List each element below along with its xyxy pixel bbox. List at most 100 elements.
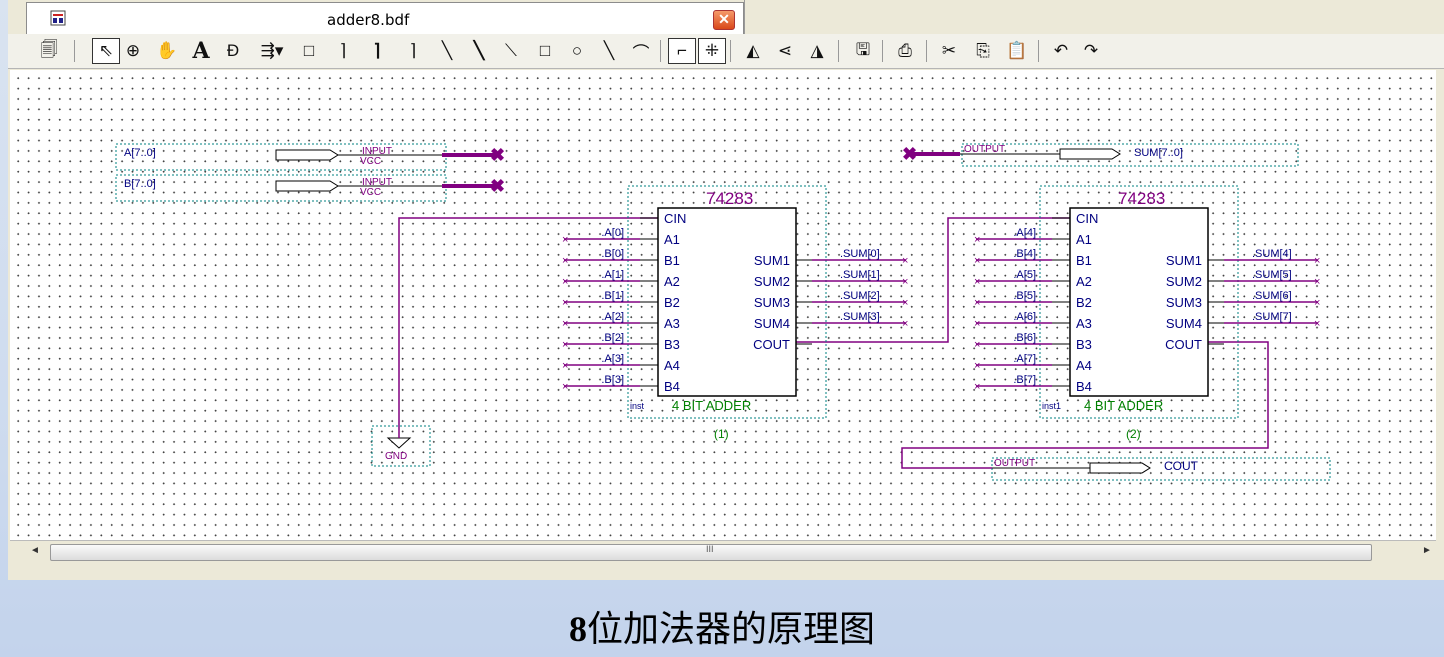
gnd-label: GND: [385, 451, 407, 462]
block-tool-icon[interactable]: □: [303, 41, 315, 60]
copy-icon[interactable]: ⎘: [976, 41, 990, 60]
schematic-canvas[interactable]: A[7..0] INPUT VCC ✖ B[7..0] INPUT VCC ✖ …: [10, 70, 1436, 540]
pin-name: SUM[7..0]: [1134, 147, 1183, 159]
tab-adder8[interactable]: adder8.bdf ✕: [26, 2, 744, 35]
toolbar-separator: [1038, 40, 1039, 62]
tab-bar: adder8.bdf ✕: [8, 0, 1444, 35]
carry-wire[interactable]: [796, 217, 1070, 343]
ellipse-icon[interactable]: ○: [571, 41, 583, 60]
net-end-marker: ×: [974, 276, 980, 288]
undo-icon[interactable]: ↶: [1053, 41, 1069, 60]
net-label: .B[7]: [1013, 374, 1036, 386]
gnd-triangle: [386, 437, 412, 449]
hand-tool-icon[interactable]: ✋: [156, 41, 178, 60]
net-label: .A[2]: [601, 311, 624, 323]
net-end-marker: ×: [974, 318, 980, 330]
input-pin-b[interactable]: B[7..0] INPUT VCC ✖: [115, 174, 505, 202]
cut-icon[interactable]: ✂: [941, 41, 957, 60]
adder-chip-1[interactable]: 74283CINA1B1A2B2A3B3A4B4SUM1SUM2SUM3SUM4…: [562, 185, 908, 441]
pin-type: INPUT: [362, 177, 392, 188]
text-tool-icon[interactable]: A: [192, 38, 210, 64]
arc-icon[interactable]: ⌒: [632, 43, 650, 63]
output-pin-sum[interactable]: ✖ OUTPUT SUM[7..0]: [902, 143, 1299, 167]
rectangle-icon[interactable]: □: [539, 41, 551, 60]
schematic-drawing: A[7..0] INPUT VCC ✖ B[7..0] INPUT VCC ✖ …: [115, 143, 1331, 481]
orthogonal-node-icon[interactable]: ⌉: [339, 41, 347, 60]
flip-horizontal-icon[interactable]: ◭: [746, 41, 760, 60]
rotate-icon[interactable]: ◮: [810, 41, 824, 60]
line-icon[interactable]: ╲: [603, 41, 615, 60]
net-end-marker: ×: [562, 381, 568, 393]
gnd-cin-wire[interactable]: [398, 217, 658, 438]
net-label: .B[0]: [601, 248, 624, 260]
scroll-left-icon[interactable]: ◄: [30, 545, 40, 556]
input-pin-label: B2: [1076, 295, 1092, 310]
diagonal-conduit-icon[interactable]: ⟍: [505, 41, 517, 60]
close-icon[interactable]: ✕: [713, 10, 735, 30]
bus-end-marker: ✖: [902, 144, 917, 164]
net-end-marker: ×: [562, 234, 568, 246]
input-pin-a[interactable]: A[7..0] INPUT VCC ✖: [115, 143, 505, 171]
net-end-marker: ×: [1314, 297, 1320, 309]
orthogonal-bus-icon[interactable]: ⌉: [373, 41, 381, 60]
output-pin-label: SUM1: [754, 253, 790, 268]
net-label: .B[5]: [1013, 290, 1036, 302]
net-end-marker: ×: [902, 255, 908, 267]
save-as-icon[interactable]: 🗐: [40, 39, 58, 59]
zoom-tool-icon[interactable]: ⊕: [125, 41, 141, 60]
output-pin-cout[interactable]: OUTPUT COUT: [991, 457, 1331, 481]
input-pin-label: A1: [1076, 232, 1092, 247]
horizontal-scrollbar[interactable]: ◄ III ►: [10, 540, 1436, 563]
pin-default: VCC: [360, 156, 381, 167]
net-end-marker: ×: [562, 339, 568, 351]
pin-frame: [961, 143, 1299, 167]
net-label: .SUM[2]: [840, 290, 880, 302]
net-label: .A[7]: [1013, 353, 1036, 365]
net-end-marker: ×: [562, 255, 568, 267]
bus-end-marker: ✖: [490, 176, 505, 196]
chip-description: 4 BIT ADDER: [672, 398, 751, 413]
pin-name: COUT: [1164, 459, 1199, 473]
symbol-tool-icon[interactable]: Ð: [226, 41, 240, 60]
redo-icon[interactable]: ↷: [1083, 41, 1099, 60]
net-label: .A[5]: [1013, 269, 1036, 281]
pin-frame: [991, 457, 1331, 481]
schematic-file-icon: [50, 10, 66, 26]
scroll-thumb[interactable]: [50, 544, 1372, 561]
net-end-marker: ×: [1314, 276, 1320, 288]
gnd-symbol[interactable]: GND: [371, 425, 431, 467]
net-label: .SUM[6]: [1252, 290, 1292, 302]
save-icon[interactable]: 🖫: [855, 39, 871, 59]
chip-body[interactable]: [657, 207, 797, 397]
chip-description: 4 BIT ADDER: [1084, 398, 1163, 413]
net-label: .A[6]: [1013, 311, 1036, 323]
orthogonal-conduit-icon[interactable]: ⌉: [409, 41, 417, 60]
output-pin-label: SUM4: [1166, 316, 1202, 331]
chip-index: (1): [714, 427, 729, 441]
input-pin-label: A3: [664, 316, 680, 331]
partial-line-select-icon[interactable]: ⁜: [698, 38, 726, 64]
scroll-right-icon[interactable]: ►: [1422, 545, 1432, 556]
diagonal-node-icon[interactable]: ╲: [441, 41, 453, 60]
output-pin-symbol: [1059, 148, 1121, 160]
print-icon[interactable]: ⎙: [898, 41, 912, 60]
pin-type: OUTPUT: [964, 144, 1005, 155]
net-end-marker: ×: [974, 360, 980, 372]
adder-chip-2[interactable]: 74283CINA1B1A2B2A3B3A4B4SUM1SUM2SUM3SUM4…: [974, 185, 1320, 441]
input-pin-label: B3: [664, 337, 680, 352]
net-label: .SUM[7]: [1252, 311, 1292, 323]
slide-caption: 8位加法器的原理图: [0, 600, 1444, 652]
pin-type: OUTPUT: [994, 458, 1035, 469]
toolbar: 🗐 ⇖ ⊕ ✋ A Ð ⇶▾ □ ⌉ ⌉ ⌉ ╲ ╲ ⟍ □ ○ ╲ ⌒ ⌐ ⁜…: [8, 34, 1444, 69]
diagonal-bus-icon[interactable]: ╲: [473, 41, 485, 60]
paste-icon[interactable]: 📋: [1006, 41, 1028, 60]
net-end-marker: ×: [1314, 255, 1320, 267]
selection-tool-icon[interactable]: ⇖: [92, 38, 120, 64]
rubberbanding-icon[interactable]: ⌐: [668, 38, 696, 64]
flip-vertical-icon[interactable]: ⋖: [777, 41, 793, 60]
input-pin-label: B2: [664, 295, 680, 310]
pin-tool-icon[interactable]: ⇶▾: [260, 41, 284, 60]
cout-wire[interactable]: [901, 341, 1269, 469]
input-pin-label: A4: [1076, 358, 1092, 373]
caption-text: 位加法器的原理图: [586, 609, 875, 650]
